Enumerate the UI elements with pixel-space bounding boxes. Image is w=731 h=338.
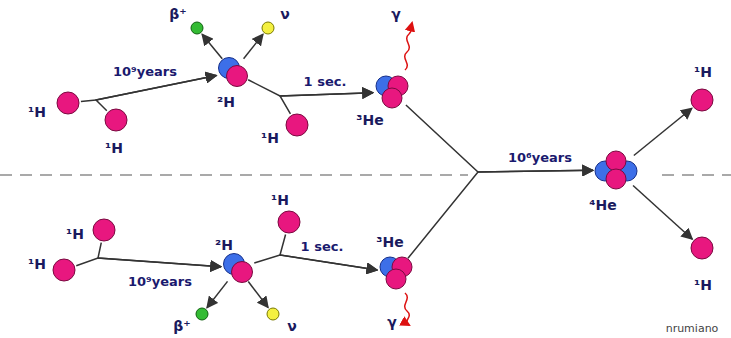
reaction-arrow [244, 34, 263, 58]
particle-circle [53, 259, 75, 281]
reaction-arrow [633, 185, 692, 239]
nucleus-shape [261, 21, 275, 35]
particle-label: ³He [356, 112, 383, 128]
particle-circle [386, 269, 406, 289]
nucleus-shape [277, 210, 301, 234]
nucleus-shape [222, 252, 254, 284]
particle-node: β⁺ [190, 21, 204, 35]
particle-label: ¹H [271, 192, 289, 208]
particle-label: ²H [217, 94, 235, 110]
particle-label: ⁴He [589, 197, 616, 213]
reaction-arrow [408, 170, 593, 258]
nucleus-shape [690, 236, 714, 260]
particle-circle [232, 262, 253, 283]
particle-node: ¹H [52, 258, 76, 282]
particle-node: ¹H [277, 210, 301, 234]
divider-line [662, 174, 731, 175]
nucleus-shape [104, 108, 128, 132]
particle-circle [286, 114, 308, 136]
nucleus-shape [285, 113, 309, 137]
reaction-arrow [96, 75, 216, 110]
particle-label: ¹H [694, 64, 712, 80]
particle-circle [691, 237, 713, 259]
reaction-arrow [98, 243, 221, 267]
particle-node: ³He [374, 74, 410, 110]
particle-node: ⁴He [593, 148, 639, 192]
nucleus-shape [374, 74, 410, 110]
particle-circle [606, 169, 626, 189]
particle-label: β⁺ [169, 6, 186, 22]
gamma-label: γ [391, 6, 401, 22]
particle-label: ¹H [261, 130, 279, 146]
nucleus-shape [195, 307, 209, 321]
nucleus-shape [378, 255, 414, 291]
particle-node: ¹H [690, 88, 714, 112]
nucleus-shape [593, 148, 639, 192]
particle-node: ¹H [285, 113, 309, 137]
particle-node: ³He [378, 255, 414, 291]
nucleus-shape [217, 56, 249, 88]
particle-node: ¹H [104, 108, 128, 132]
particle-circle [278, 211, 300, 233]
particle-circle [227, 66, 248, 87]
particle-label: ν [280, 6, 290, 22]
time-label: 10⁹years [126, 274, 194, 290]
particle-circle [57, 92, 79, 114]
nucleus-shape [266, 307, 280, 321]
particle-node: ¹H [56, 91, 80, 115]
particle-circle [105, 109, 127, 131]
particle-node: β⁺ [195, 307, 209, 321]
reaction-arrow [634, 108, 692, 155]
reaction-arrow [280, 93, 373, 114]
particle-circle [267, 308, 279, 320]
particle-label: ²H [215, 237, 233, 253]
time-label: 10⁶years [506, 150, 574, 166]
particle-label: β⁺ [173, 318, 190, 334]
reaction-arrow [207, 281, 228, 307]
particle-circle [691, 89, 713, 111]
gamma-wave [405, 23, 412, 70]
nucleus-shape [92, 218, 116, 242]
particle-label: ¹H [28, 104, 46, 120]
reaction-arrow [202, 34, 222, 59]
particle-circle [262, 22, 274, 34]
nucleus-shape [52, 258, 76, 282]
particle-circle [606, 151, 626, 171]
time-label: 1 sec. [299, 239, 346, 255]
particle-node: ¹H [92, 218, 116, 242]
particle-circle [382, 88, 402, 108]
particle-label: ³He [376, 234, 403, 250]
particle-node: ¹H [690, 236, 714, 260]
time-label: 1 sec. [302, 74, 349, 90]
particle-circle [93, 219, 115, 241]
particle-node: ν [266, 307, 280, 321]
nucleus-shape [56, 91, 80, 115]
particle-node: ²H [222, 252, 254, 284]
time-label: 10⁹years [111, 64, 179, 80]
particle-node: ν [261, 21, 275, 35]
reaction-arrow [406, 105, 593, 172]
particle-label: ¹H [28, 256, 46, 272]
particle-label: ¹H [66, 226, 84, 242]
reaction-arrow [76, 258, 221, 267]
particle-circle [196, 308, 208, 320]
particle-node: ²H [217, 56, 249, 88]
nucleus-shape [690, 88, 714, 112]
particle-circle [191, 22, 203, 34]
particle-label: ν [287, 318, 297, 334]
watermark: nrumiano [666, 322, 719, 335]
gamma-label: γ [387, 314, 397, 330]
nucleus-shape [190, 21, 204, 35]
reaction-arrow [248, 282, 268, 308]
divider-line [0, 174, 468, 175]
reaction-arrow [280, 235, 377, 271]
gamma-wave [405, 293, 410, 325]
particle-label: ¹H [105, 140, 123, 156]
particle-label: ¹H [694, 277, 712, 293]
